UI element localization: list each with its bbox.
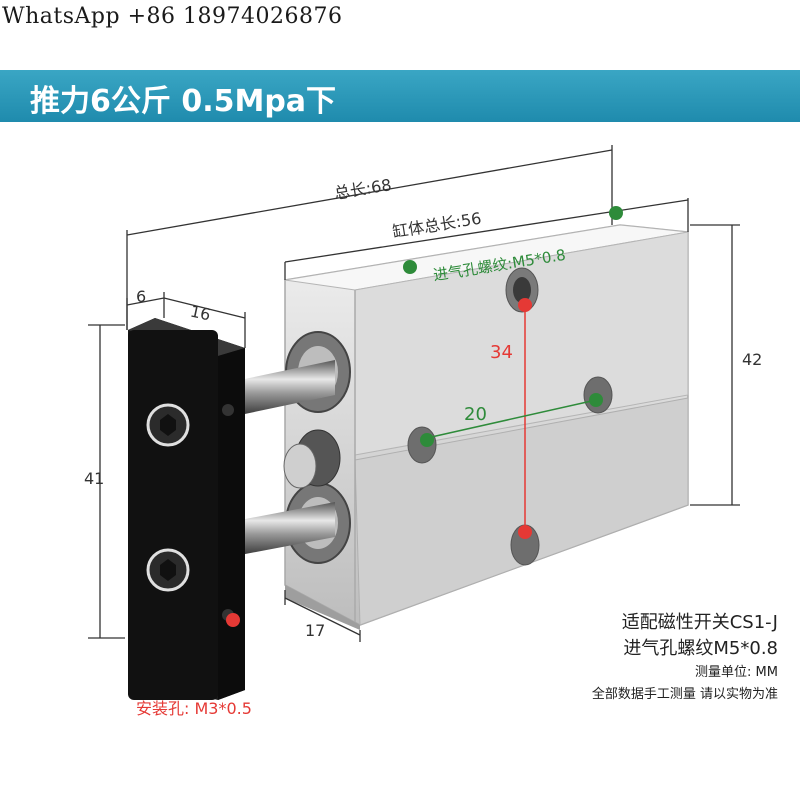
total-length-label: 总长:68 (333, 175, 393, 203)
piston-rods (240, 360, 335, 555)
thread-note: 进气孔螺纹M5*0.8 (623, 638, 778, 659)
title-banner: 推力6公斤 0.5Mpa下 (0, 70, 800, 122)
green-marker (420, 433, 434, 447)
disclaimer-note: 全部数据手工测量 请以实物为准 (591, 687, 778, 702)
green-marker (589, 393, 603, 407)
dimension-lines (88, 145, 740, 642)
cylinder-body (284, 224, 689, 630)
spec-notes: 适配磁性开关CS1-J 进气孔螺纹M5*0.8 测量单位: MM 全部数据手工测… (592, 610, 778, 706)
unit-note: 测量单位: MM (695, 665, 778, 680)
body-height-label: 42 (742, 350, 762, 369)
horizontal-spacing-line (426, 399, 597, 439)
green-marker (403, 260, 417, 274)
rod-length-label: 16 (189, 302, 213, 325)
banner-title: 推力6公斤 0.5Mpa下 (30, 84, 337, 119)
red-marker (518, 525, 532, 539)
bottom-width-label: 17 (305, 621, 325, 640)
end-plate (128, 318, 245, 700)
plate-height-label: 41 (84, 469, 104, 488)
watermark-text: WhatsApp +86 18974026876 (2, 4, 343, 29)
mounting-hole-label: 安装孔: M3*0.5 (136, 699, 252, 718)
plate-thickness-label: 6 (136, 287, 146, 306)
mounting-hole-marker (226, 613, 240, 627)
cylinder-length-label: 缸体总长:56 (391, 209, 483, 242)
horizontal-spacing-label: 20 (464, 404, 487, 425)
switch-note: 适配磁性开关CS1-J (621, 612, 778, 633)
vertical-spacing-label: 34 (490, 342, 513, 363)
red-marker (518, 298, 532, 312)
green-marker (609, 206, 623, 220)
